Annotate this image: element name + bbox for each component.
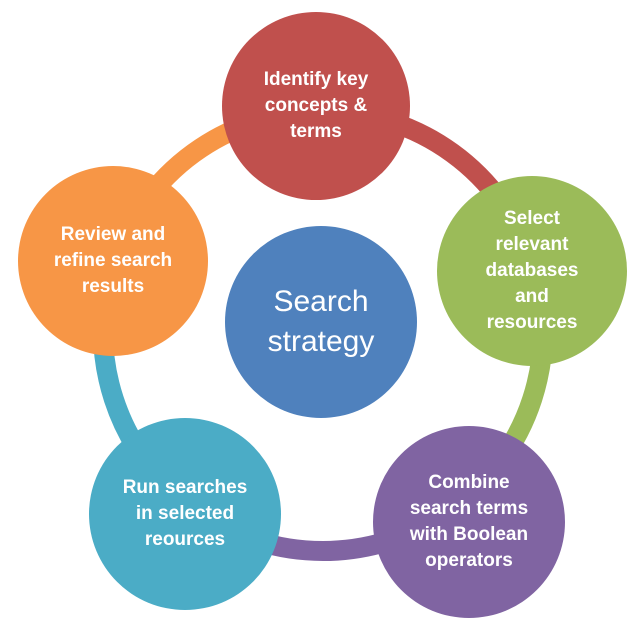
node-review-refine-results-label: Review and refine search results [53, 224, 173, 297]
node-select-databases-resources: Select relevant databases and resources [437, 176, 627, 366]
node-select-databases-resources-label: Select relevant databases and resources [485, 208, 579, 333]
node-review-refine-results: Review and refine search results [18, 166, 208, 356]
node-identify-key-concepts-label: Identify key concepts & terms [263, 69, 369, 142]
node-center-search-strategy: Search strategy [225, 226, 417, 418]
node-identify-key-concepts: Identify key concepts & terms [222, 12, 410, 200]
node-combine-boolean-operators: Combine search terms with Boolean operat… [373, 426, 565, 618]
node-run-searches: Run searches in selected reources [89, 418, 281, 610]
node-run-searches-label: Run searches in selected reources [122, 477, 248, 550]
node-center-search-strategy-label: Search strategy [267, 285, 375, 358]
node-combine-boolean-operators-label: Combine search terms with Boolean operat… [409, 472, 529, 571]
